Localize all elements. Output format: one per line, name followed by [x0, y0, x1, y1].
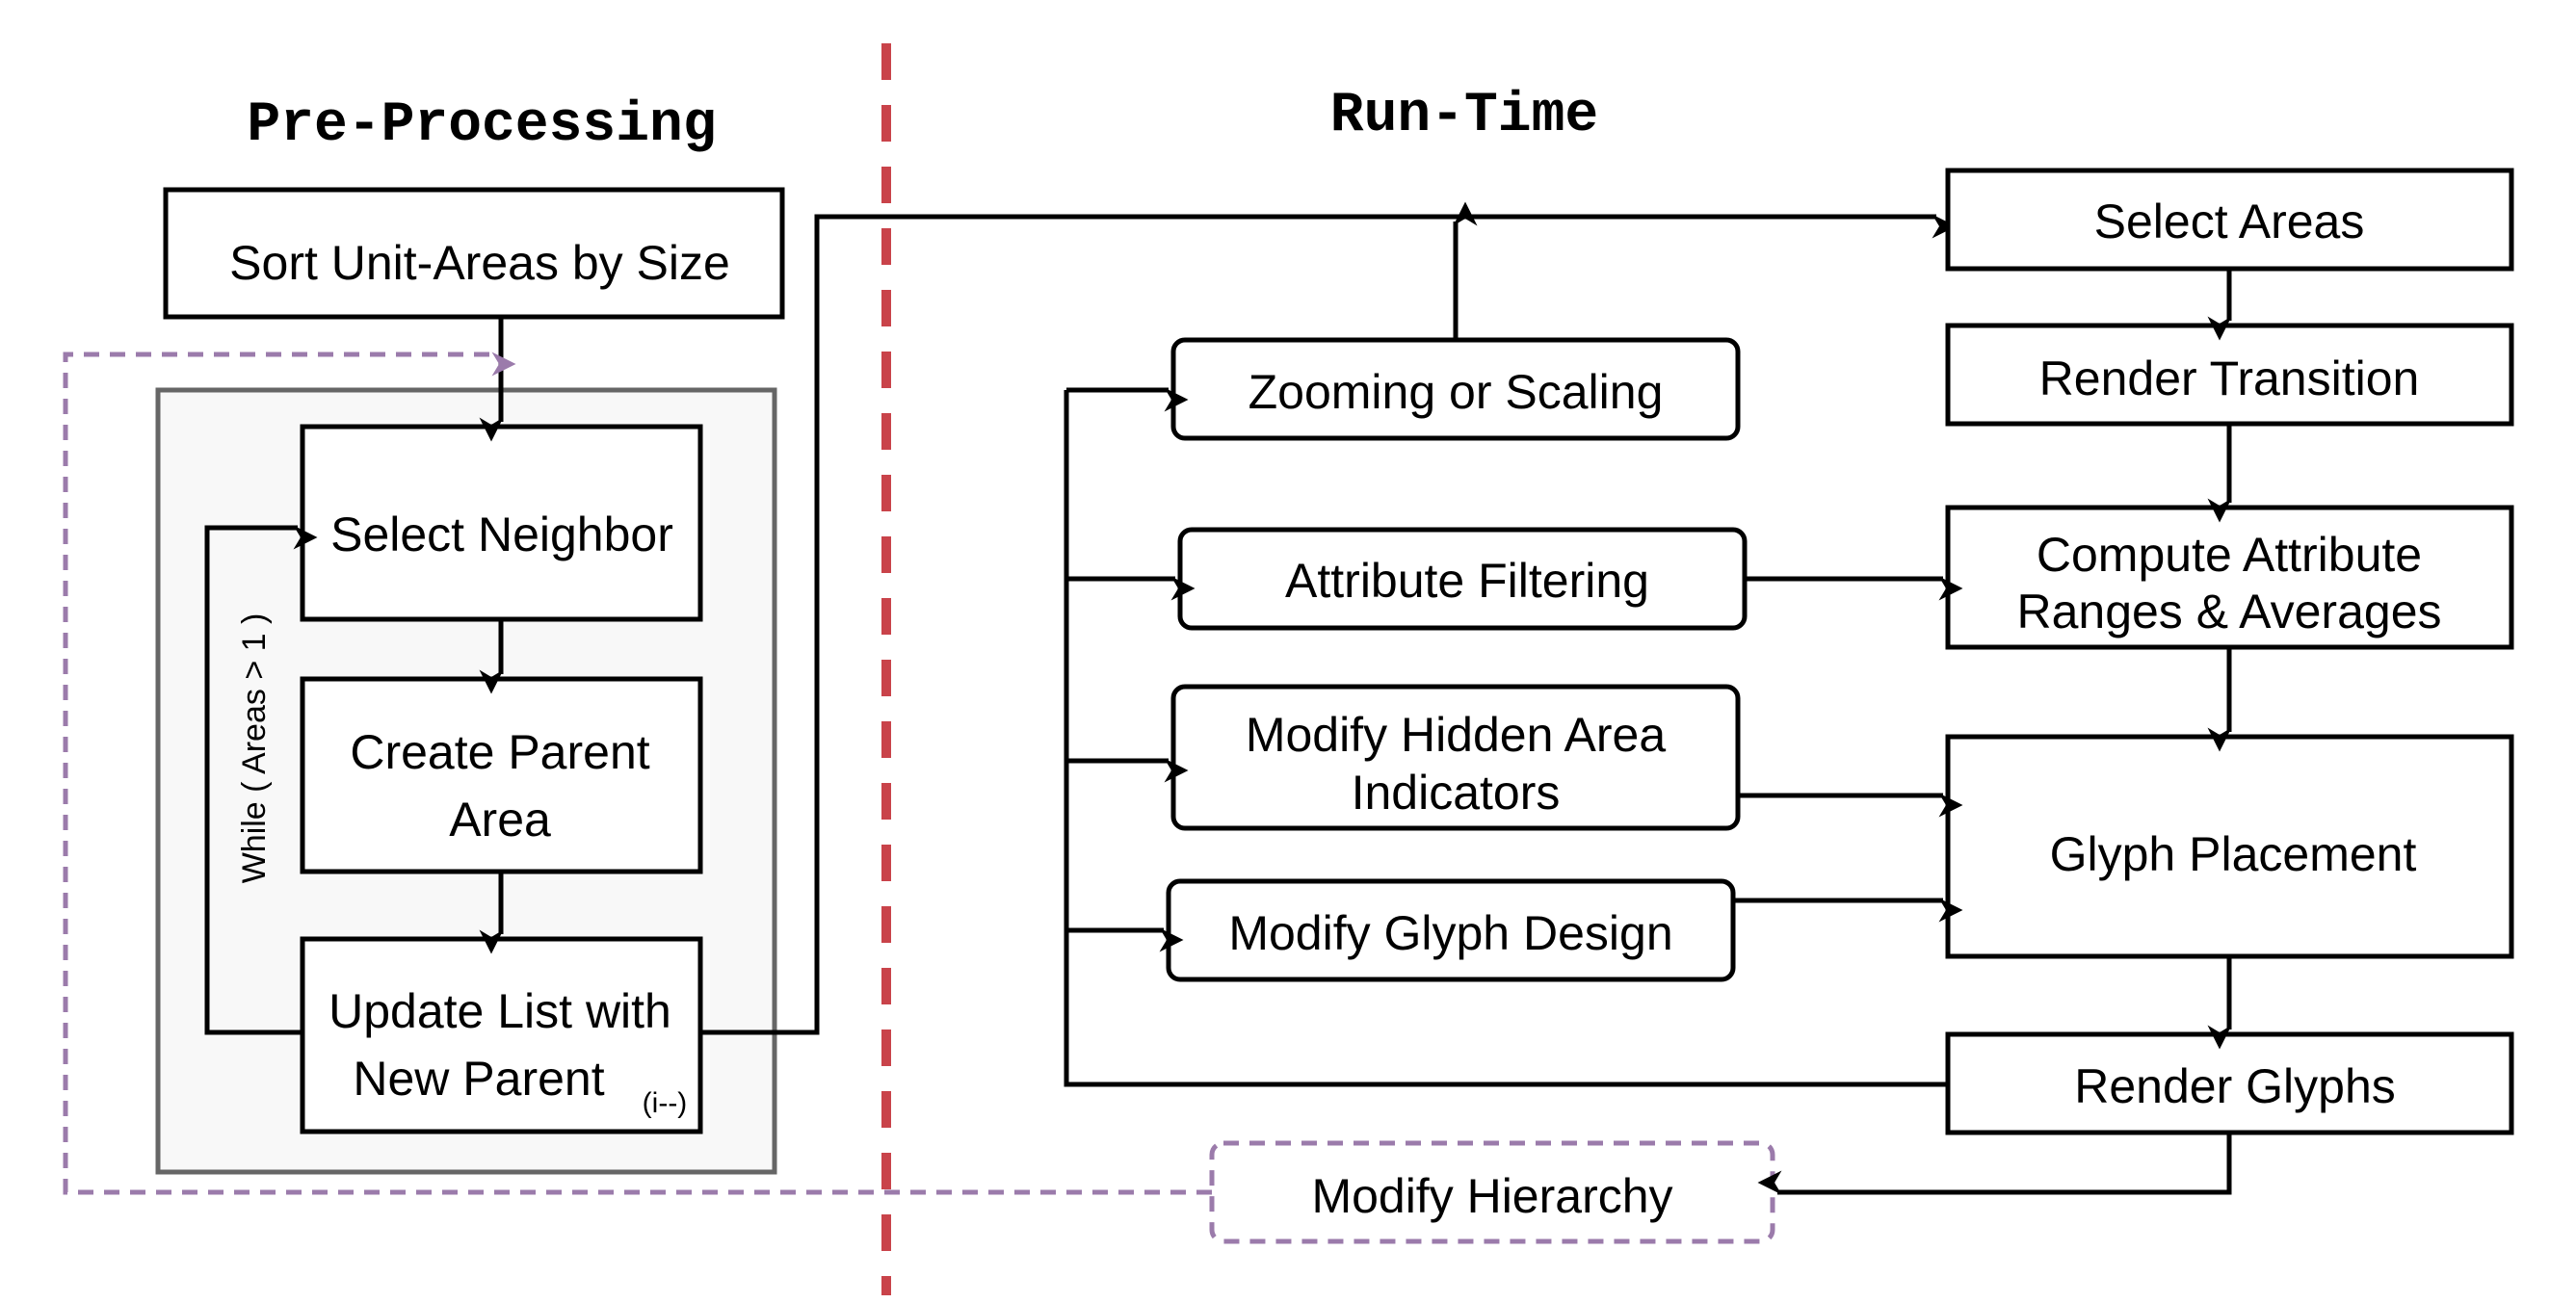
update-list-label-line1: Update List with — [329, 984, 671, 1038]
render-glyphs-label: Render Glyphs — [2074, 1059, 2396, 1113]
create-parent-label-line1: Create Parent — [350, 725, 649, 779]
glyph-placement-label: Glyph Placement — [2050, 827, 2417, 881]
hidden-area-indicators-label-line1: Modify Hidden Area — [1246, 708, 1667, 762]
select-areas-label: Select Areas — [2094, 195, 2365, 248]
sort-unit-areas-label: Sort Unit-Areas by Size — [229, 236, 730, 290]
while-loop-label: While ( Areas > 1 ) — [236, 613, 273, 884]
while-loop-arrow — [204, 525, 318, 1035]
render-transition-label: Render Transition — [2039, 352, 2420, 405]
compute-attribute-box — [1945, 505, 2514, 650]
sort-unit-areas-box — [163, 187, 785, 320]
glyph-placement-box — [1945, 734, 2514, 959]
render-glyphs-box — [1945, 1031, 2514, 1135]
update-list-subscript: (i--) — [643, 1087, 688, 1119]
modify-hierarchy-box — [1209, 1140, 1775, 1244]
select-neighbor-label: Select Neighbor — [330, 508, 673, 561]
hidden-area-indicators-label-line2: Indicators — [1352, 766, 1561, 820]
render-transition-box — [1945, 323, 2514, 427]
zooming-scaling-label: Zooming or Scaling — [1249, 365, 1664, 419]
glyph-design-label: Modify Glyph Design — [1228, 906, 1672, 960]
create-parent-label-line2: Area — [449, 793, 551, 847]
attribute-filtering-label: Attribute Filtering — [1285, 554, 1649, 608]
arrow-update-to-select-areas — [700, 214, 1957, 1035]
arrow-render-glyphs-to-modify-hierarchy — [1757, 1133, 2232, 1195]
run-time-heading: Run-Time — [1330, 85, 1598, 147]
compute-attribute-label-line2: Ranges & Averages — [2016, 585, 2441, 638]
pre-processing-heading: Pre-Processing — [247, 94, 716, 157]
modify-hierarchy-label: Modify Hierarchy — [1311, 1169, 1672, 1223]
update-list-label-line2: New Parent — [353, 1052, 604, 1106]
hierarchy-loop-arrow — [63, 352, 1212, 1195]
compute-attribute-label-line1: Compute Attribute — [2037, 528, 2422, 582]
select-areas-box — [1945, 168, 2514, 272]
hidden-area-indicators-box — [1170, 684, 1741, 831]
feedback-loop-line — [1064, 390, 1948, 1087]
